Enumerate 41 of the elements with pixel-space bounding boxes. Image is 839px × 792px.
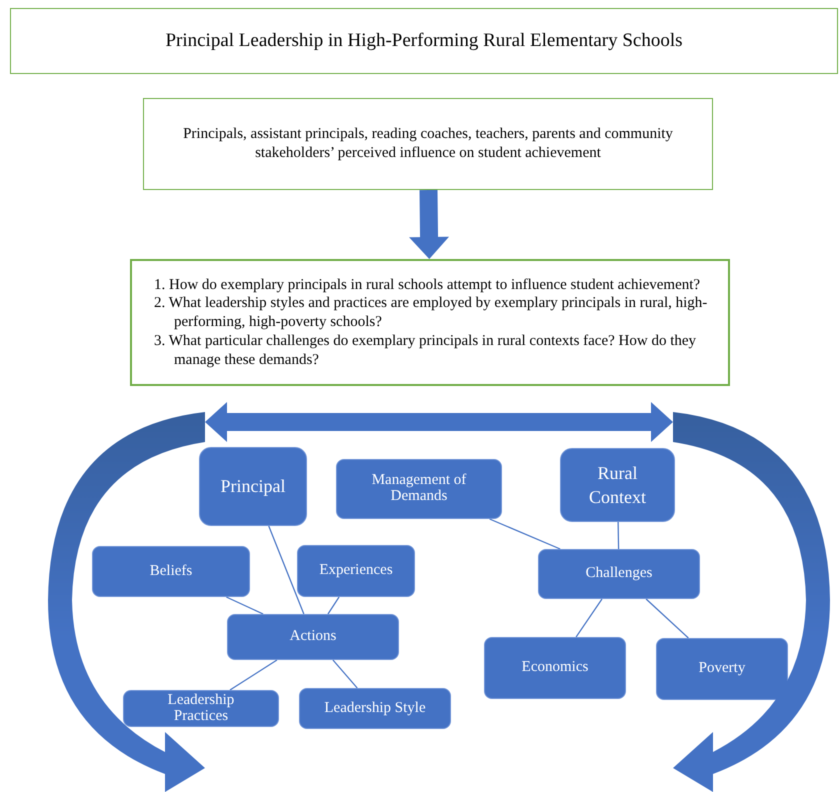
- connector-line: [646, 598, 689, 638]
- box-text: Rural Context: [588, 462, 647, 509]
- box-text: Principals, assistant principals, reading coaches, teachers, parents and community stakeholders’ perceived influence on student achievement: [182, 124, 674, 163]
- title-text: Principal Leadership in High-Performing Rural Elementary Schools: [165, 28, 683, 53]
- box-text: Economics: [522, 660, 588, 676]
- question-text: 3. What particular challenges do exemplary principals in rural contexts face? How do they manage these demands?: [153, 332, 698, 370]
- connector-line: [327, 596, 340, 614]
- block-arrow: [409, 190, 450, 259]
- concept-box: [227, 614, 399, 660]
- connector-line: [489, 518, 560, 550]
- box-text: Actions: [290, 629, 336, 645]
- box-text: Poverty: [698, 661, 746, 677]
- box-text: Beliefs: [150, 564, 192, 580]
- connector-line: [226, 596, 264, 615]
- text-box: [143, 98, 713, 190]
- concept-box: [538, 549, 700, 599]
- concept-box: [199, 447, 307, 526]
- concept-box: [123, 690, 279, 727]
- concept-box: [560, 448, 675, 522]
- connector-line: [576, 598, 602, 638]
- concept-box: [484, 637, 626, 699]
- connector-line: [618, 522, 620, 550]
- box-text: Experiences: [319, 563, 393, 579]
- box-text: Challenges: [586, 566, 652, 582]
- connector-line: [332, 660, 358, 688]
- box-text: Leadership Practices: [166, 692, 236, 724]
- question-text: 1. How do exemplary principals in rural schools attempt to influence student achievement?: [153, 276, 702, 294]
- box-text: Principal: [220, 475, 286, 498]
- concept-box: [336, 459, 502, 519]
- concept-box: [299, 688, 451, 729]
- connector-line: [268, 526, 304, 614]
- box-text: Leadership Style: [324, 700, 426, 716]
- title-box: [10, 8, 838, 74]
- concept-box: [297, 545, 415, 597]
- block-arrow: [205, 402, 673, 442]
- box-text: Management of Demands: [370, 473, 468, 505]
- concept-box: [92, 546, 250, 597]
- question-text: 2. What leadership styles and practices are employed by exemplary principals in rural, high-performing, high-poverty schools?: [153, 294, 708, 332]
- concept-box: [656, 638, 788, 700]
- connector-line: [230, 660, 278, 690]
- questions-box: [130, 259, 730, 386]
